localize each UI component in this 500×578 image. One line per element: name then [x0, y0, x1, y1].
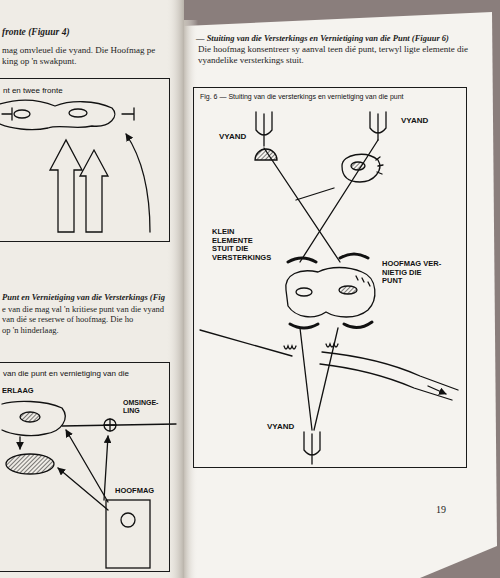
body-text: op 'n hinderlaag.	[2, 325, 182, 335]
section-heading: fronte (Figuur 4)	[2, 27, 182, 38]
figure-five-drawing	[2, 401, 176, 568]
body-text: e van die mag val 'n kritiese punt van d…	[2, 304, 182, 314]
figure-caption: nt en twee fronte	[3, 86, 63, 95]
body-text: Die hoofmag konsentreer sy aanval teen d…	[198, 44, 486, 66]
section-heading: — Stuiting van die Versterkings en Verni…	[196, 33, 486, 43]
figure-box: nt en twee fronte	[0, 78, 170, 242]
body-text: mag omvleuel die vyand. Die Hoofmag pe	[2, 45, 182, 56]
spine-shadow	[184, 20, 198, 578]
enemy-label: VYAND	[401, 116, 428, 125]
callout-label: KLEIN ELEMENTE STUIT DIE VERSTERKINGS	[212, 228, 271, 263]
callout-label: HOOFMAG VER- NIETIG DIE PUNT	[382, 260, 443, 286]
unit-label: ERLAAG	[2, 387, 34, 396]
figure-six-drawing	[200, 112, 458, 464]
body-text: king op 'n swakpunt.	[2, 56, 182, 67]
figure-box: Fig. 6 — Stuiting van die versterkings e…	[193, 87, 467, 468]
unit-label: HOOFMAG	[115, 487, 154, 496]
right-page	[184, 12, 497, 578]
left-page	[0, 0, 184, 578]
section-heading: Punt en Vernietiging van die Versterking…	[2, 292, 182, 302]
figure-four-drawing	[0, 100, 150, 232]
enemy-label: VYAND	[267, 422, 294, 431]
spine-shadow	[166, 0, 184, 578]
page-number: 19	[436, 504, 446, 516]
figure-box: van die punt en vernietiging van dieERLA…	[0, 362, 170, 572]
figure-caption: van die punt en vernietiging van die	[3, 369, 129, 378]
enemy-label: VYAND	[219, 132, 246, 141]
unit-label: OMSINGE- LING	[123, 399, 158, 415]
body-text: van dié se reserwe of hoofmag. Die ho	[2, 314, 182, 324]
figure-caption: Fig. 6 — Stuiting van die versterkings e…	[200, 93, 462, 101]
